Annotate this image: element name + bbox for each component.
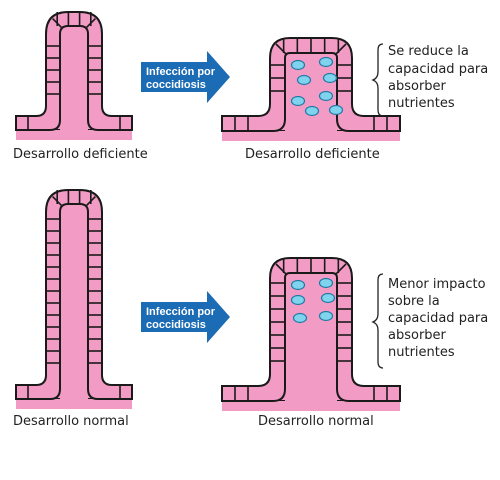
coccidia-oocyst xyxy=(318,277,334,289)
note-line: absorber xyxy=(388,79,447,94)
submucosa xyxy=(16,130,132,140)
submucosa xyxy=(222,131,400,141)
infection-arrow-bottom: Infección por coccidiosis xyxy=(141,291,230,343)
villus-core xyxy=(60,26,88,130)
arrow-label-line-2: coccidiosis xyxy=(146,79,206,91)
cell-divider xyxy=(86,196,96,206)
note-line: capacidad para xyxy=(388,62,488,77)
coccidia-oocyst xyxy=(292,312,308,324)
arrow-shape xyxy=(141,51,230,103)
coccidia-oocyst xyxy=(290,59,306,71)
coccidia-oocyst xyxy=(318,90,334,102)
coccidia-oocyst xyxy=(320,292,336,304)
submucosa xyxy=(16,399,132,409)
villus-top-left xyxy=(15,11,133,140)
villus-core xyxy=(60,204,88,399)
coccidia-oocyst xyxy=(318,310,334,322)
cell-divider xyxy=(86,18,96,28)
coccidia-oocyst xyxy=(322,72,338,84)
note-line: nutrientes xyxy=(388,96,455,111)
cell-divider xyxy=(335,263,347,275)
bracket-top xyxy=(371,43,384,117)
cell-divider xyxy=(52,196,62,206)
note-bottom: Menor impacto sobre la capacidad para ab… xyxy=(388,277,492,360)
note-line: Se reduce la xyxy=(388,44,469,59)
arrow-label-line-1: Infección por xyxy=(146,66,216,78)
coccidia-oocyst xyxy=(290,95,306,107)
caption-bottom-right: Desarrollo normal xyxy=(258,414,374,429)
submucosa xyxy=(222,401,400,411)
epithelium-inner-line xyxy=(16,25,132,131)
arrow-label-line-2: coccidiosis xyxy=(146,319,206,331)
epithelium-inner-line xyxy=(16,203,132,400)
note-line: nutrientes xyxy=(388,345,455,360)
villus-bottom-right xyxy=(221,257,401,411)
cell-divider xyxy=(275,43,287,55)
coccidia-oocyst xyxy=(328,104,344,116)
coccidia-oocyst xyxy=(318,56,334,68)
cell-divider xyxy=(52,18,62,28)
villus-core xyxy=(285,273,337,401)
note-line: capacidad para xyxy=(388,311,488,326)
cell-divider xyxy=(275,263,287,275)
note-line: sobre la xyxy=(388,294,440,309)
coccidia-oocyst xyxy=(304,105,320,117)
coccidia-oocyst xyxy=(290,294,306,306)
cell-divider xyxy=(335,43,347,55)
villus-top-right xyxy=(221,37,401,141)
arrow-label-line-1: Infección por xyxy=(146,306,216,318)
infection-arrow-top: Infección por coccidiosis xyxy=(141,51,230,103)
caption-bottom-left: Desarrollo normal xyxy=(13,414,129,429)
caption-top-right: Desarrollo deficiente xyxy=(245,147,380,162)
bracket-bottom xyxy=(371,273,384,369)
note-line: absorber xyxy=(388,328,447,343)
caption-top-left: Desarrollo deficiente xyxy=(13,147,148,162)
coccidia-oocyst xyxy=(290,279,306,291)
note-top: Se reduce la capacidad para absorber nut… xyxy=(388,44,492,111)
coccidia-oocyst xyxy=(296,74,312,86)
note-line: Menor impacto xyxy=(388,277,486,292)
villus-bottom-left xyxy=(15,189,133,409)
arrow-shape xyxy=(141,291,230,343)
